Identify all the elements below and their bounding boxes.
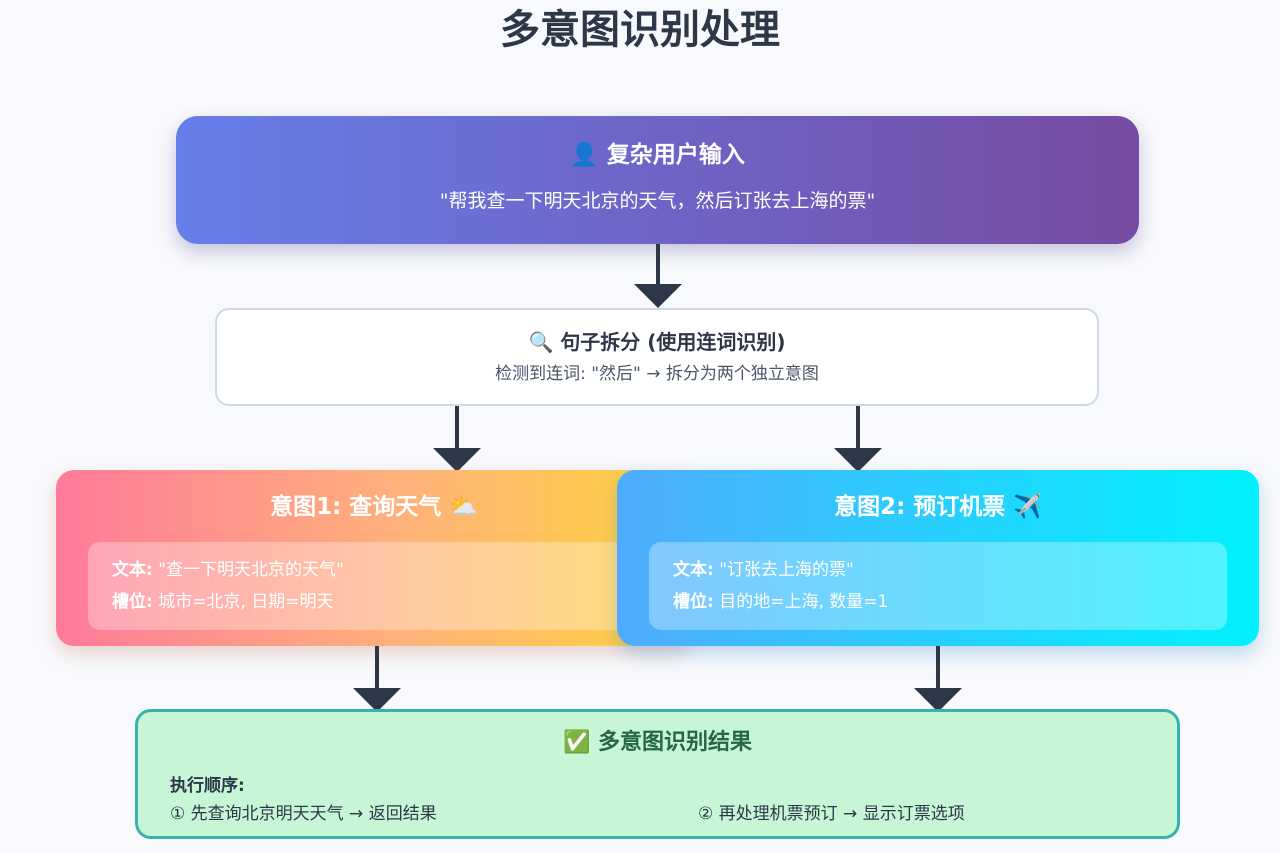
result-node: ✅ 多意图识别结果 执行顺序: ① 先查询北京明天天气 → 返回结果 ② 再处理…: [135, 709, 1180, 839]
intent2-slot-row: 槽位: 目的地=上海, 数量=1: [673, 586, 1203, 618]
execution-order-label: 执行顺序:: [170, 776, 245, 796]
user-input-title: 复杂用户输入: [606, 142, 745, 168]
intent2-title: 意图2: 预订机票: [834, 494, 1006, 520]
page-title: 多意图识别处理: [500, 7, 780, 53]
intent2-slot-value: 目的地=上海, 数量=1: [713, 592, 889, 612]
execution-step-2: ② 再处理机票预订 → 显示订票选项: [698, 804, 965, 824]
weather-icon: ⛅: [449, 494, 478, 520]
result-heading: ✅ 多意图识别结果: [138, 728, 1177, 758]
execution-step-1: ① 先查询北京明天天气 → 返回结果: [170, 804, 437, 824]
sentence-split-node: 🔍 句子拆分 (使用连词识别) 检测到连词: "然后" → 拆分为两个独立意图: [215, 308, 1099, 406]
airplane-icon: ✈️: [1013, 494, 1042, 520]
intent1-heading: 意图1: 查询天气 ⛅: [56, 492, 692, 522]
magnifier-icon: 🔍: [528, 330, 554, 354]
intent1-text-label: 文本:: [112, 560, 153, 580]
intent1-slot-label: 槽位:: [112, 592, 153, 612]
user-input-node: 👤 复杂用户输入 "帮我查一下明天北京的天气，然后订张去上海的票": [176, 116, 1139, 244]
arrow-split-to-intent1: [433, 406, 481, 472]
check-icon: ✅: [562, 730, 591, 755]
intent1-slot-row: 槽位: 城市=北京, 日期=明天: [112, 586, 624, 618]
arrow-input-to-split: [634, 244, 682, 308]
split-title: 句子拆分 (使用连词识别): [560, 330, 786, 354]
intent1-text-value: "查一下明天北京的天气": [152, 560, 344, 580]
intent1-title: 意图1: 查询天气: [270, 494, 442, 520]
intent2-text-label: 文本:: [673, 560, 714, 580]
arrow-split-to-intent2: [834, 406, 882, 472]
intent1-node: 意图1: 查询天气 ⛅ 文本: "查一下明天北京的天气" 槽位: 城市=北京, …: [56, 470, 692, 646]
intent2-heading: 意图2: 预订机票 ✈️: [617, 492, 1259, 522]
user-input-quote: "帮我查一下明天北京的天气，然后订张去上海的票": [439, 190, 876, 212]
intent2-text-row: 文本: "订张去上海的票": [673, 554, 1203, 586]
user-input-heading: 👤 复杂用户输入: [176, 140, 1139, 170]
intent2-node: 意图2: 预订机票 ✈️ 文本: "订张去上海的票" 槽位: 目的地=上海, 数…: [617, 470, 1259, 646]
arrow-intent2-to-result: [914, 646, 962, 712]
user-icon: 👤: [570, 142, 599, 168]
arrow-intent1-to-result: [353, 646, 401, 712]
split-detail: 检测到连词: "然后" → 拆分为两个独立意图: [495, 364, 819, 384]
result-title: 多意图识别结果: [598, 730, 753, 755]
intent1-slot-value: 城市=北京, 日期=明天: [152, 592, 334, 612]
intent2-text-value: "订张去上海的票": [713, 560, 854, 580]
intent2-details: 文本: "订张去上海的票" 槽位: 目的地=上海, 数量=1: [649, 542, 1227, 630]
intent2-slot-label: 槽位:: [673, 592, 714, 612]
intent1-text-row: 文本: "查一下明天北京的天气": [112, 554, 624, 586]
intent1-details: 文本: "查一下明天北京的天气" 槽位: 城市=北京, 日期=明天: [88, 542, 648, 630]
split-heading: 🔍 句子拆分 (使用连词识别): [217, 328, 1097, 356]
